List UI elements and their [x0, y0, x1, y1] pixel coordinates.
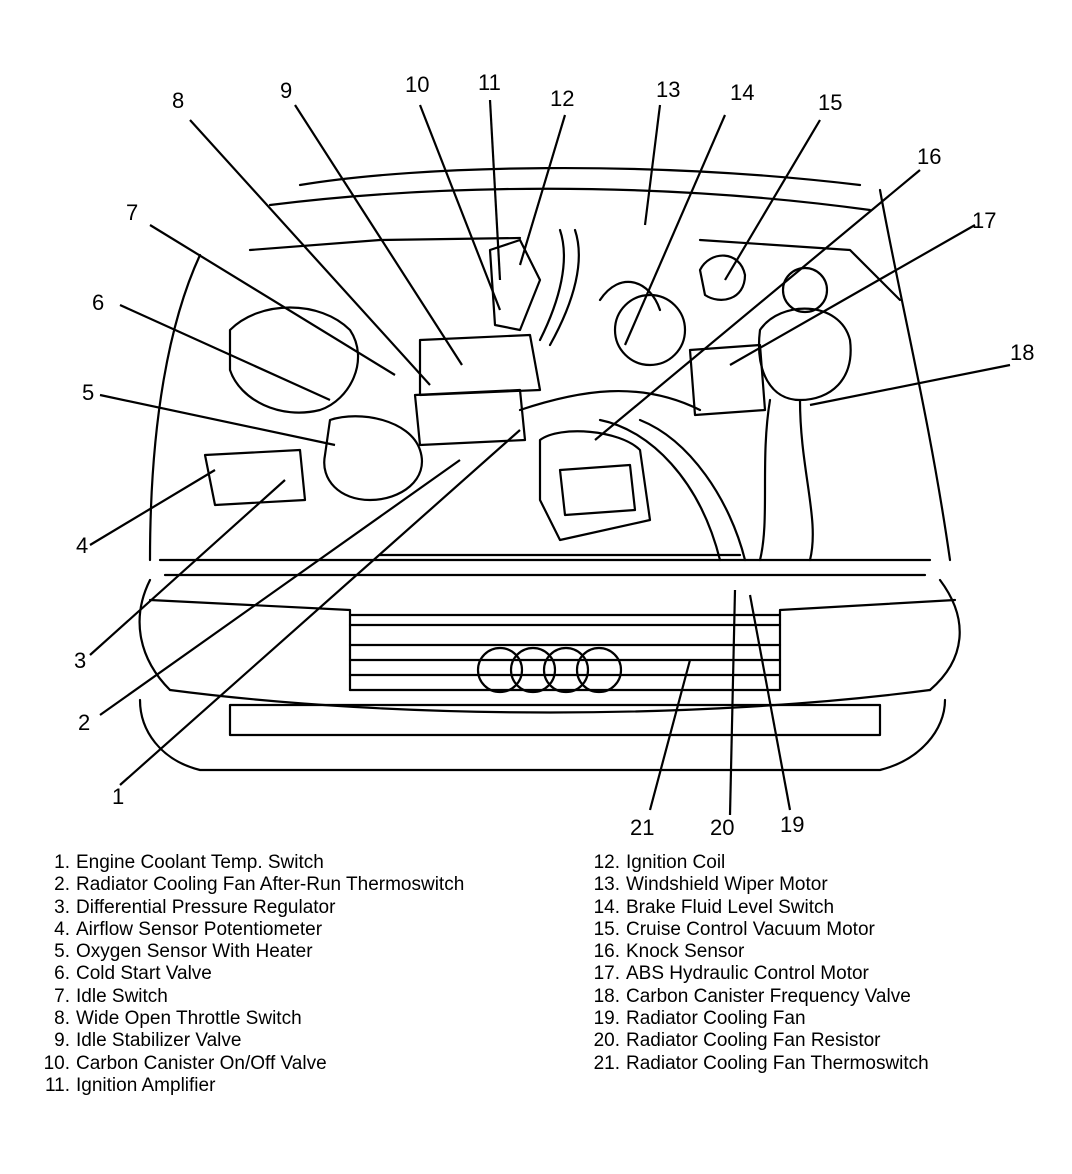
callout-numbers: 1 2 3 4 5 6 7 8 9 10 11 12 13 14 15 16 1…: [74, 70, 1034, 840]
legend-label: ABS Hydraulic Control Motor: [626, 963, 869, 985]
callout-leader-lines: [89, 99, 1011, 816]
legend-item: 20. Radiator Cooling Fan Resistor: [580, 1030, 929, 1052]
legend-label: Radiator Cooling Fan After-Run Thermoswi…: [76, 874, 465, 896]
legend-label: Idle Stabilizer Valve: [76, 1030, 242, 1052]
legend-label: Ignition Coil: [626, 852, 726, 873]
legend-number: 14.: [593, 896, 620, 918]
legend-item: 12. Ignition Coil: [580, 852, 929, 874]
legend-label: Wide Open Throttle Switch: [76, 1008, 302, 1030]
legend-number: 12.: [593, 852, 620, 873]
legend-label: Knock Sensor: [626, 941, 745, 963]
callout-8: 8: [172, 88, 184, 113]
legend-number: 7.: [54, 985, 70, 1007]
callout-13: 13: [656, 77, 680, 102]
legend-label: Oxygen Sensor With Heater: [76, 941, 313, 963]
callout-17: 17: [972, 208, 996, 233]
legend-item: 15. Cruise Control Vacuum Motor: [580, 919, 929, 941]
legend-label: Ignition Amplifier: [76, 1074, 216, 1096]
legend-item: 2. Radiator Cooling Fan After-Run Thermos…: [30, 874, 464, 896]
callout-7: 7: [126, 200, 138, 225]
legend-right-column: 12. Ignition Coil 13. Windshield Wiper Mot…: [580, 852, 929, 1075]
callout-9: 9: [280, 78, 292, 103]
legend-item: 14. Brake Fluid Level Switch: [580, 897, 929, 919]
legend-label: Radiator Cooling Fan Thermoswitch: [626, 1052, 929, 1074]
callout-18: 18: [1010, 340, 1034, 365]
legend-item: 17. ABS Hydraulic Control Motor: [580, 963, 929, 985]
callout-15: 15: [818, 90, 842, 115]
callout-3: 3: [74, 648, 86, 673]
legend-number: 20.: [593, 1030, 620, 1052]
legend-item: 6. Cold Start Valve: [30, 963, 464, 985]
legend-item: 19. Radiator Cooling Fan: [580, 1008, 929, 1030]
legend-number: 8.: [54, 1008, 70, 1030]
legend-item: 11. Ignition Amplifier: [30, 1075, 464, 1097]
legend-number: 9.: [54, 1030, 70, 1052]
callout-2: 2: [78, 710, 90, 735]
legend-label: Differential Pressure Regulator: [76, 896, 336, 918]
callout-20: 20: [710, 815, 734, 840]
legend-number: 1.: [54, 852, 70, 873]
legend-label: Airflow Sensor Potentiometer: [76, 918, 323, 940]
engine-drawing: [138, 166, 961, 772]
legend-item: 8. Wide Open Throttle Switch: [30, 1008, 464, 1030]
legend-number: 2.: [54, 874, 70, 896]
legend-item: 18. Carbon Canister Frequency Valve: [580, 986, 929, 1008]
legend-item: 3. Differential Pressure Regulator: [30, 897, 464, 919]
legend-item: 7. Idle Switch: [30, 986, 464, 1008]
legend-item: 16. Knock Sensor: [580, 941, 929, 963]
callout-19: 19: [780, 812, 804, 837]
legend-item: 10. Carbon Canister On/Off Valve: [30, 1053, 464, 1075]
legend-item: 13. Windshield Wiper Motor: [580, 874, 929, 896]
callout-21: 21: [630, 815, 654, 840]
legend-label: Cruise Control Vacuum Motor: [626, 918, 875, 940]
legend-number: 21.: [593, 1052, 620, 1074]
legend-number: 15.: [593, 918, 620, 940]
callout-16: 16: [917, 144, 941, 169]
legend-label: Engine Coolant Temp. Switch: [76, 852, 324, 873]
legend-number: 5.: [54, 941, 70, 963]
callout-1: 1: [112, 784, 124, 809]
callout-10: 10: [405, 72, 429, 97]
callout-6: 6: [92, 290, 104, 315]
legend-number: 16.: [593, 941, 620, 963]
legend-number: 13.: [593, 874, 620, 896]
legend-number: 3.: [54, 896, 70, 918]
legend-item: 9. Idle Stabilizer Valve: [30, 1030, 464, 1052]
callout-4: 4: [76, 533, 88, 558]
legend-number: 4.: [54, 918, 70, 940]
legend-label: Brake Fluid Level Switch: [626, 896, 835, 918]
legend-item: 5. Oxygen Sensor With Heater: [30, 941, 464, 963]
callout-12: 12: [550, 86, 574, 111]
legend-label: Windshield Wiper Motor: [626, 874, 828, 896]
legend-number: 6.: [54, 963, 70, 985]
legend-label: Radiator Cooling Fan: [626, 1008, 806, 1030]
engine-compartment-diagram: 1 2 3 4 5 6 7 8 9 10 11 12 13 14 15 16 1…: [74, 70, 1034, 840]
legend-number: 10.: [43, 1052, 70, 1074]
legend-label: Radiator Cooling Fan Resistor: [626, 1030, 881, 1052]
legend-label: Idle Switch: [76, 985, 168, 1007]
legend-number: 11.: [44, 1074, 70, 1096]
legend-item: 4. Airflow Sensor Potentiometer: [30, 919, 464, 941]
legend-left-column: 1. Engine Coolant Temp. Switch 2. Radiator…: [30, 852, 465, 1097]
legend-item: 1. Engine Coolant Temp. Switch: [30, 852, 464, 874]
legend-item: 21. Radiator Cooling Fan Thermoswitch: [580, 1053, 929, 1075]
legend-number: 17.: [593, 963, 620, 985]
legend-label: Carbon Canister Frequency Valve: [626, 985, 911, 1007]
legend-number: 19.: [593, 1008, 620, 1030]
legend-label: Carbon Canister On/Off Valve: [76, 1052, 327, 1074]
legend-number: 18.: [593, 985, 620, 1007]
callout-11: 11: [478, 70, 501, 95]
callout-5: 5: [82, 380, 94, 405]
legend-label: Cold Start Valve: [76, 963, 212, 985]
callout-14: 14: [730, 80, 754, 105]
